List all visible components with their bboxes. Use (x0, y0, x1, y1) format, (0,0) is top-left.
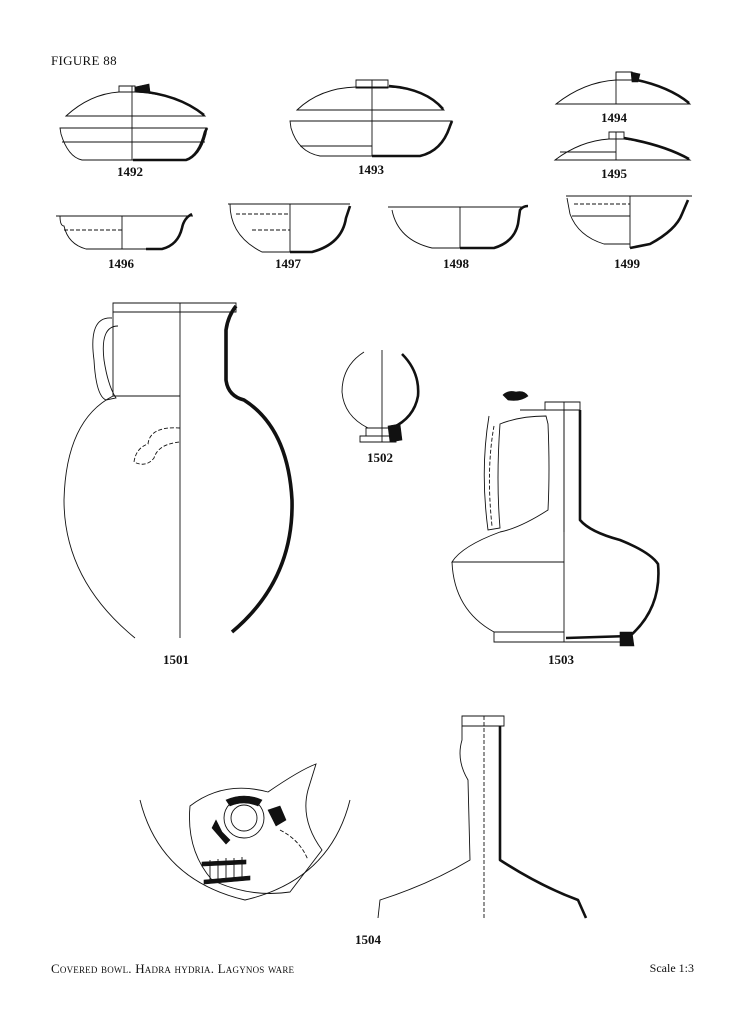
figure-title: FIGURE 88 (51, 53, 117, 68)
plate-caption: Covered bowl. Hadra hydria. Lagynos ware (51, 961, 295, 976)
label-1495: 1495 (601, 166, 628, 181)
label-1503: 1503 (548, 652, 575, 667)
label-1497: 1497 (275, 256, 302, 271)
label-1496: 1496 (108, 256, 135, 271)
vessel-1504: 1504 (139, 715, 588, 947)
vessel-1497: 1497 (228, 203, 352, 271)
vessel-1495: 1495 (553, 131, 692, 181)
label-1499: 1499 (614, 256, 641, 271)
scale-note: Scale 1:3 (649, 961, 694, 975)
vessel-1493: 1493 (289, 79, 454, 177)
vessel-1501: 1501 (63, 302, 294, 667)
label-1494: 1494 (601, 110, 628, 125)
vessel-1498: 1498 (388, 204, 529, 271)
label-1498: 1498 (443, 256, 470, 271)
label-1492: 1492 (117, 164, 143, 179)
vessel-1494: 1494 (554, 71, 692, 125)
vessel-1503: 1503 (451, 391, 660, 667)
label-1502: 1502 (367, 450, 393, 465)
vessel-1499: 1499 (566, 195, 692, 271)
label-1493: 1493 (358, 162, 385, 177)
vessel-1502: 1502 (341, 350, 420, 465)
vessel-1496: 1496 (56, 212, 193, 271)
label-1501: 1501 (163, 652, 189, 667)
label-1504: 1504 (355, 932, 382, 947)
vessel-1492: 1492 (59, 83, 209, 179)
